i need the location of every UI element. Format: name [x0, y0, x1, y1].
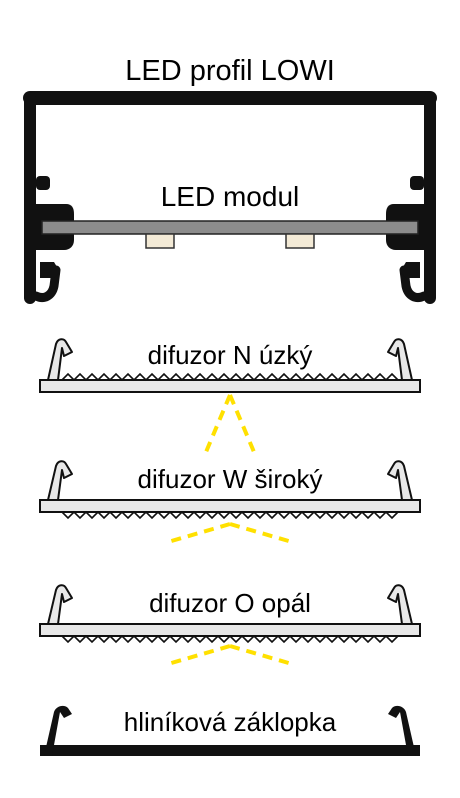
led-module-strip [41, 220, 419, 235]
diffuser-opal [39, 584, 421, 644]
diffuser-narrow [39, 338, 421, 393]
aluminium-cover [40, 705, 420, 756]
light-rays-opal [167, 644, 293, 666]
led-chip [285, 233, 315, 249]
diffuser-wide-label: difuzor W široký [138, 464, 323, 494]
light-rays-narrow [204, 394, 256, 453]
diffuser-narrow-label: difuzor N úzký [148, 340, 313, 370]
aluminium-cover-label: hliníková záklopka [124, 707, 337, 737]
aluminium-profile [23, 91, 437, 304]
diffuser-opal-label: difuzor O opál [149, 588, 311, 618]
led-chip [145, 233, 175, 249]
light-rays-wide [167, 522, 293, 544]
profile-title: LED profil LOWI [125, 55, 335, 87]
led-module-label: LED modul [161, 181, 300, 212]
diffuser-wide [39, 460, 421, 520]
